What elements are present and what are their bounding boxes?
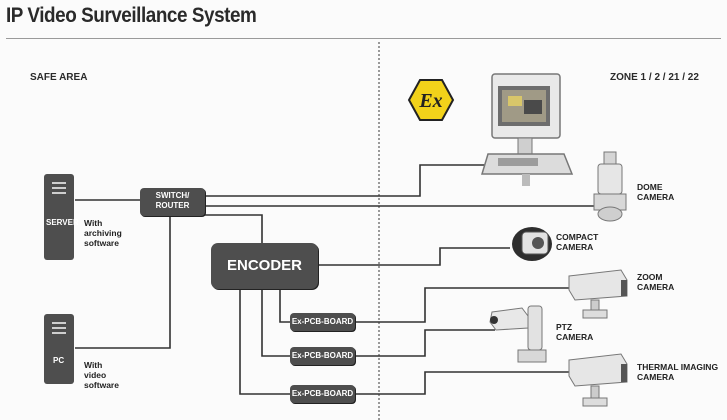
zoom-camera-label: ZOOM CAMERA xyxy=(637,272,675,292)
encoder-box: ENCODER xyxy=(211,243,318,289)
page-title: IP Video Surveillance System xyxy=(6,4,257,27)
zone-divider xyxy=(378,42,380,420)
zoom-camera-icon xyxy=(568,269,628,319)
title-rule xyxy=(6,38,721,39)
server-label: SERVER xyxy=(46,218,79,227)
server-tower: SERVER xyxy=(44,174,79,260)
pc-label: PC xyxy=(53,356,65,365)
server-note: With archiving software xyxy=(84,218,122,248)
compact-camera-icon xyxy=(512,227,552,261)
dome-camera-icon xyxy=(593,151,627,222)
ex-pcb-board-2: Ex-PCB-BOARD xyxy=(290,347,355,365)
thermal-camera-icon xyxy=(568,353,628,407)
pc-tower: PC xyxy=(44,314,74,384)
ptz-camera-icon xyxy=(489,305,547,363)
zone-label: ZONE 1 / 2 / 21 / 22 xyxy=(610,72,699,83)
thermal-camera-label: THERMAL IMAGING CAMERA xyxy=(637,362,719,382)
ex-symbol-text: Ex xyxy=(418,90,442,112)
pc-note: With video software xyxy=(84,360,119,390)
switch-router-box: SWITCH/ ROUTER xyxy=(140,188,205,216)
ex-hazard-icon: Ex xyxy=(407,79,455,121)
ex-pcb-board-1: Ex-PCB-BOARD xyxy=(290,313,355,331)
safe-area-label: SAFE AREA xyxy=(30,72,88,83)
compact-camera-label: COMPACT CAMERA xyxy=(556,232,599,252)
ptz-camera-label: PTZ CAMERA xyxy=(556,322,594,342)
ex-pcb-board-3: Ex-PCB-BOARD xyxy=(290,385,355,403)
monitor-station-icon xyxy=(480,73,574,186)
dome-camera-label: DOME CAMERA xyxy=(637,182,675,202)
